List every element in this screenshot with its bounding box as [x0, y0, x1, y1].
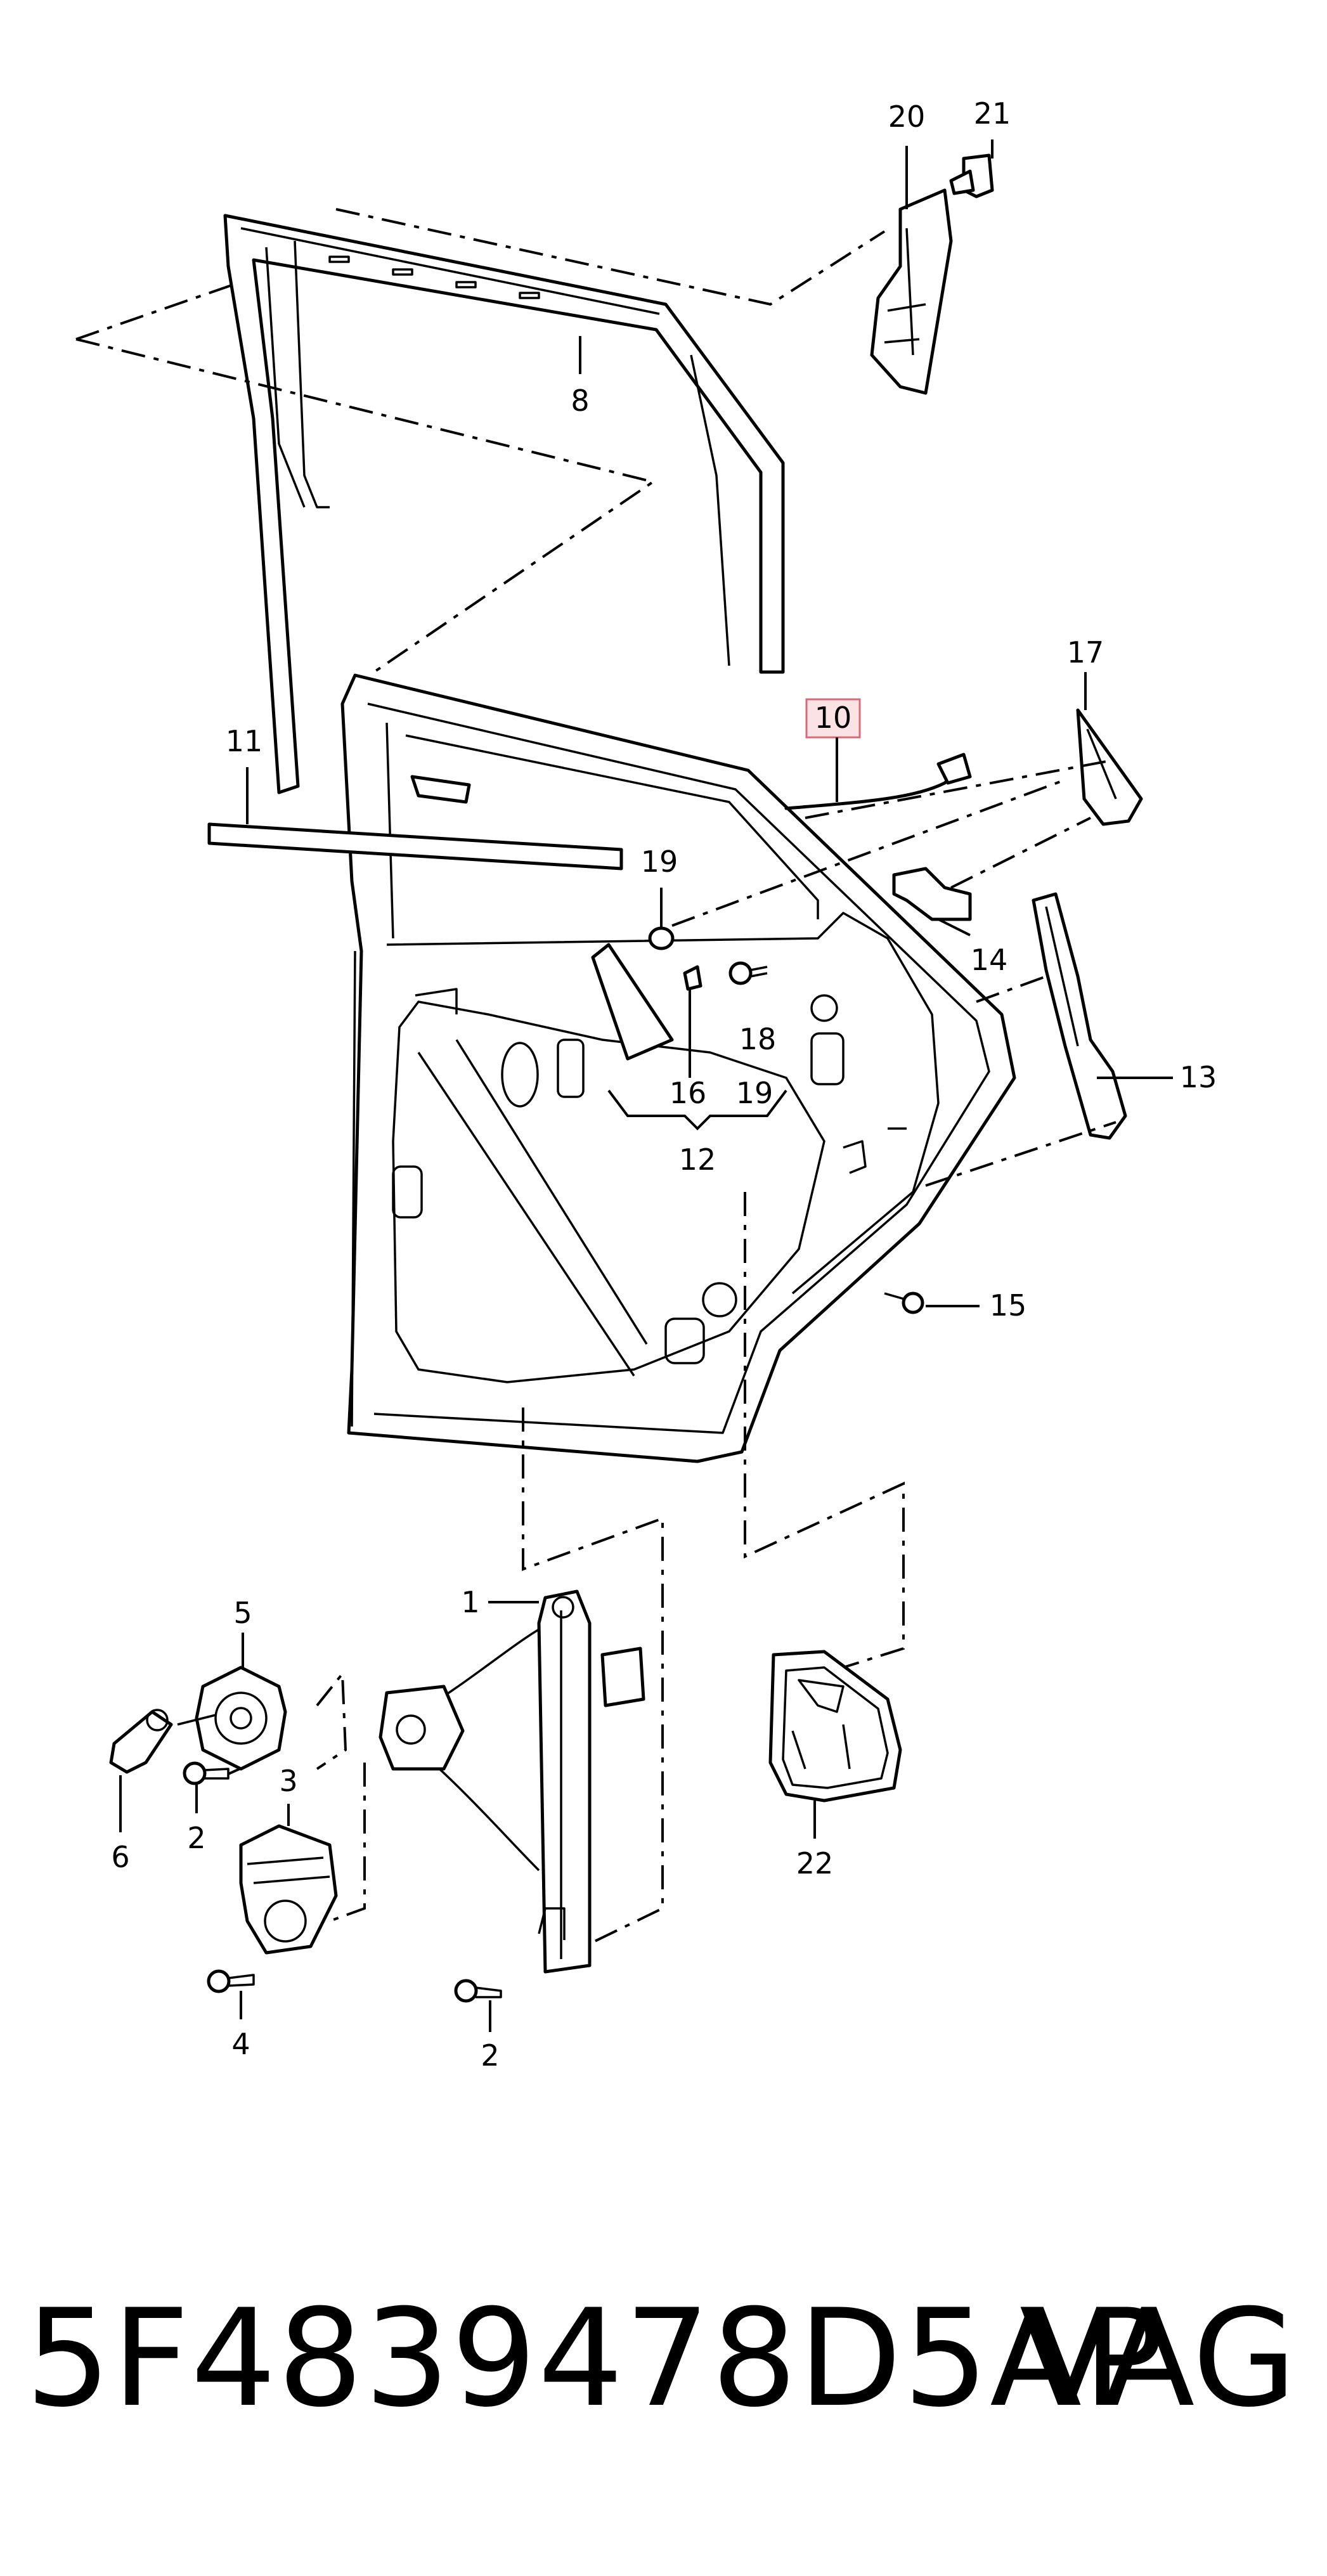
callout-21: 21 — [974, 96, 1011, 131]
callout-19-top: 19 — [641, 845, 678, 879]
callout-5: 5 — [233, 1596, 252, 1630]
part-15-screw — [884, 1291, 924, 1314]
part-14-bracket — [892, 867, 972, 921]
door-shell — [340, 673, 1016, 1463]
part-1-window-regulator — [379, 1589, 645, 1974]
part-5-bearing — [177, 1666, 287, 1771]
callout-16: 16 — [670, 1076, 707, 1110]
callout-3: 3 — [279, 1764, 297, 1798]
part-18-screw — [728, 961, 768, 985]
brand-label: VAG — [1019, 2280, 1297, 2437]
callout-22: 22 — [796, 1846, 834, 1880]
callout-11: 11 — [226, 724, 263, 758]
callout-15: 15 — [990, 1288, 1027, 1323]
callout-14: 14 — [971, 943, 1008, 977]
exploded-parts-diagram: 8 20 21 11 — [75, 96, 1217, 2073]
callout-10: 10 — [815, 701, 852, 735]
callout-17: 17 — [1067, 635, 1104, 670]
part-10-cable — [784, 753, 972, 810]
part-13-trim-strip — [1032, 892, 1127, 1140]
part-21-clip — [949, 153, 994, 198]
part-3-window-motor — [239, 1824, 338, 1955]
callout-4: 4 — [231, 2027, 250, 2061]
callout-20: 20 — [888, 100, 926, 134]
part-2-screw-upper — [183, 1761, 230, 1785]
part-12-trim-triangle — [591, 943, 702, 1061]
callout-10-highlight — [805, 698, 861, 739]
callout-6: 6 — [111, 1840, 129, 1874]
part-4-screw — [207, 1969, 255, 1993]
part-20-bracket — [870, 188, 953, 395]
part-6-crank-handle — [109, 1709, 173, 1774]
callout-2-upper: 2 — [187, 1821, 205, 1855]
part-number-footer: 5F4839478D5AP VAG — [0, 2263, 1327, 2454]
callout-19-bottom: 19 — [736, 1076, 774, 1110]
callout-13: 13 — [1180, 1060, 1217, 1094]
part-2-screw-lower — [454, 1979, 502, 2003]
callout-2-lower: 2 — [481, 2038, 499, 2073]
callout-12: 12 — [679, 1142, 716, 1177]
callout-8: 8 — [571, 384, 589, 418]
callout-18: 18 — [739, 1022, 777, 1056]
part-8-window-channel — [223, 214, 785, 794]
part-17-wedge — [1076, 708, 1143, 826]
callout-1: 1 — [461, 1585, 479, 1619]
part-11-seal-strip — [207, 775, 623, 871]
part-number: 5F4839478D5AP — [25, 2280, 1165, 2437]
part-22-cover-plate — [768, 1650, 902, 1803]
